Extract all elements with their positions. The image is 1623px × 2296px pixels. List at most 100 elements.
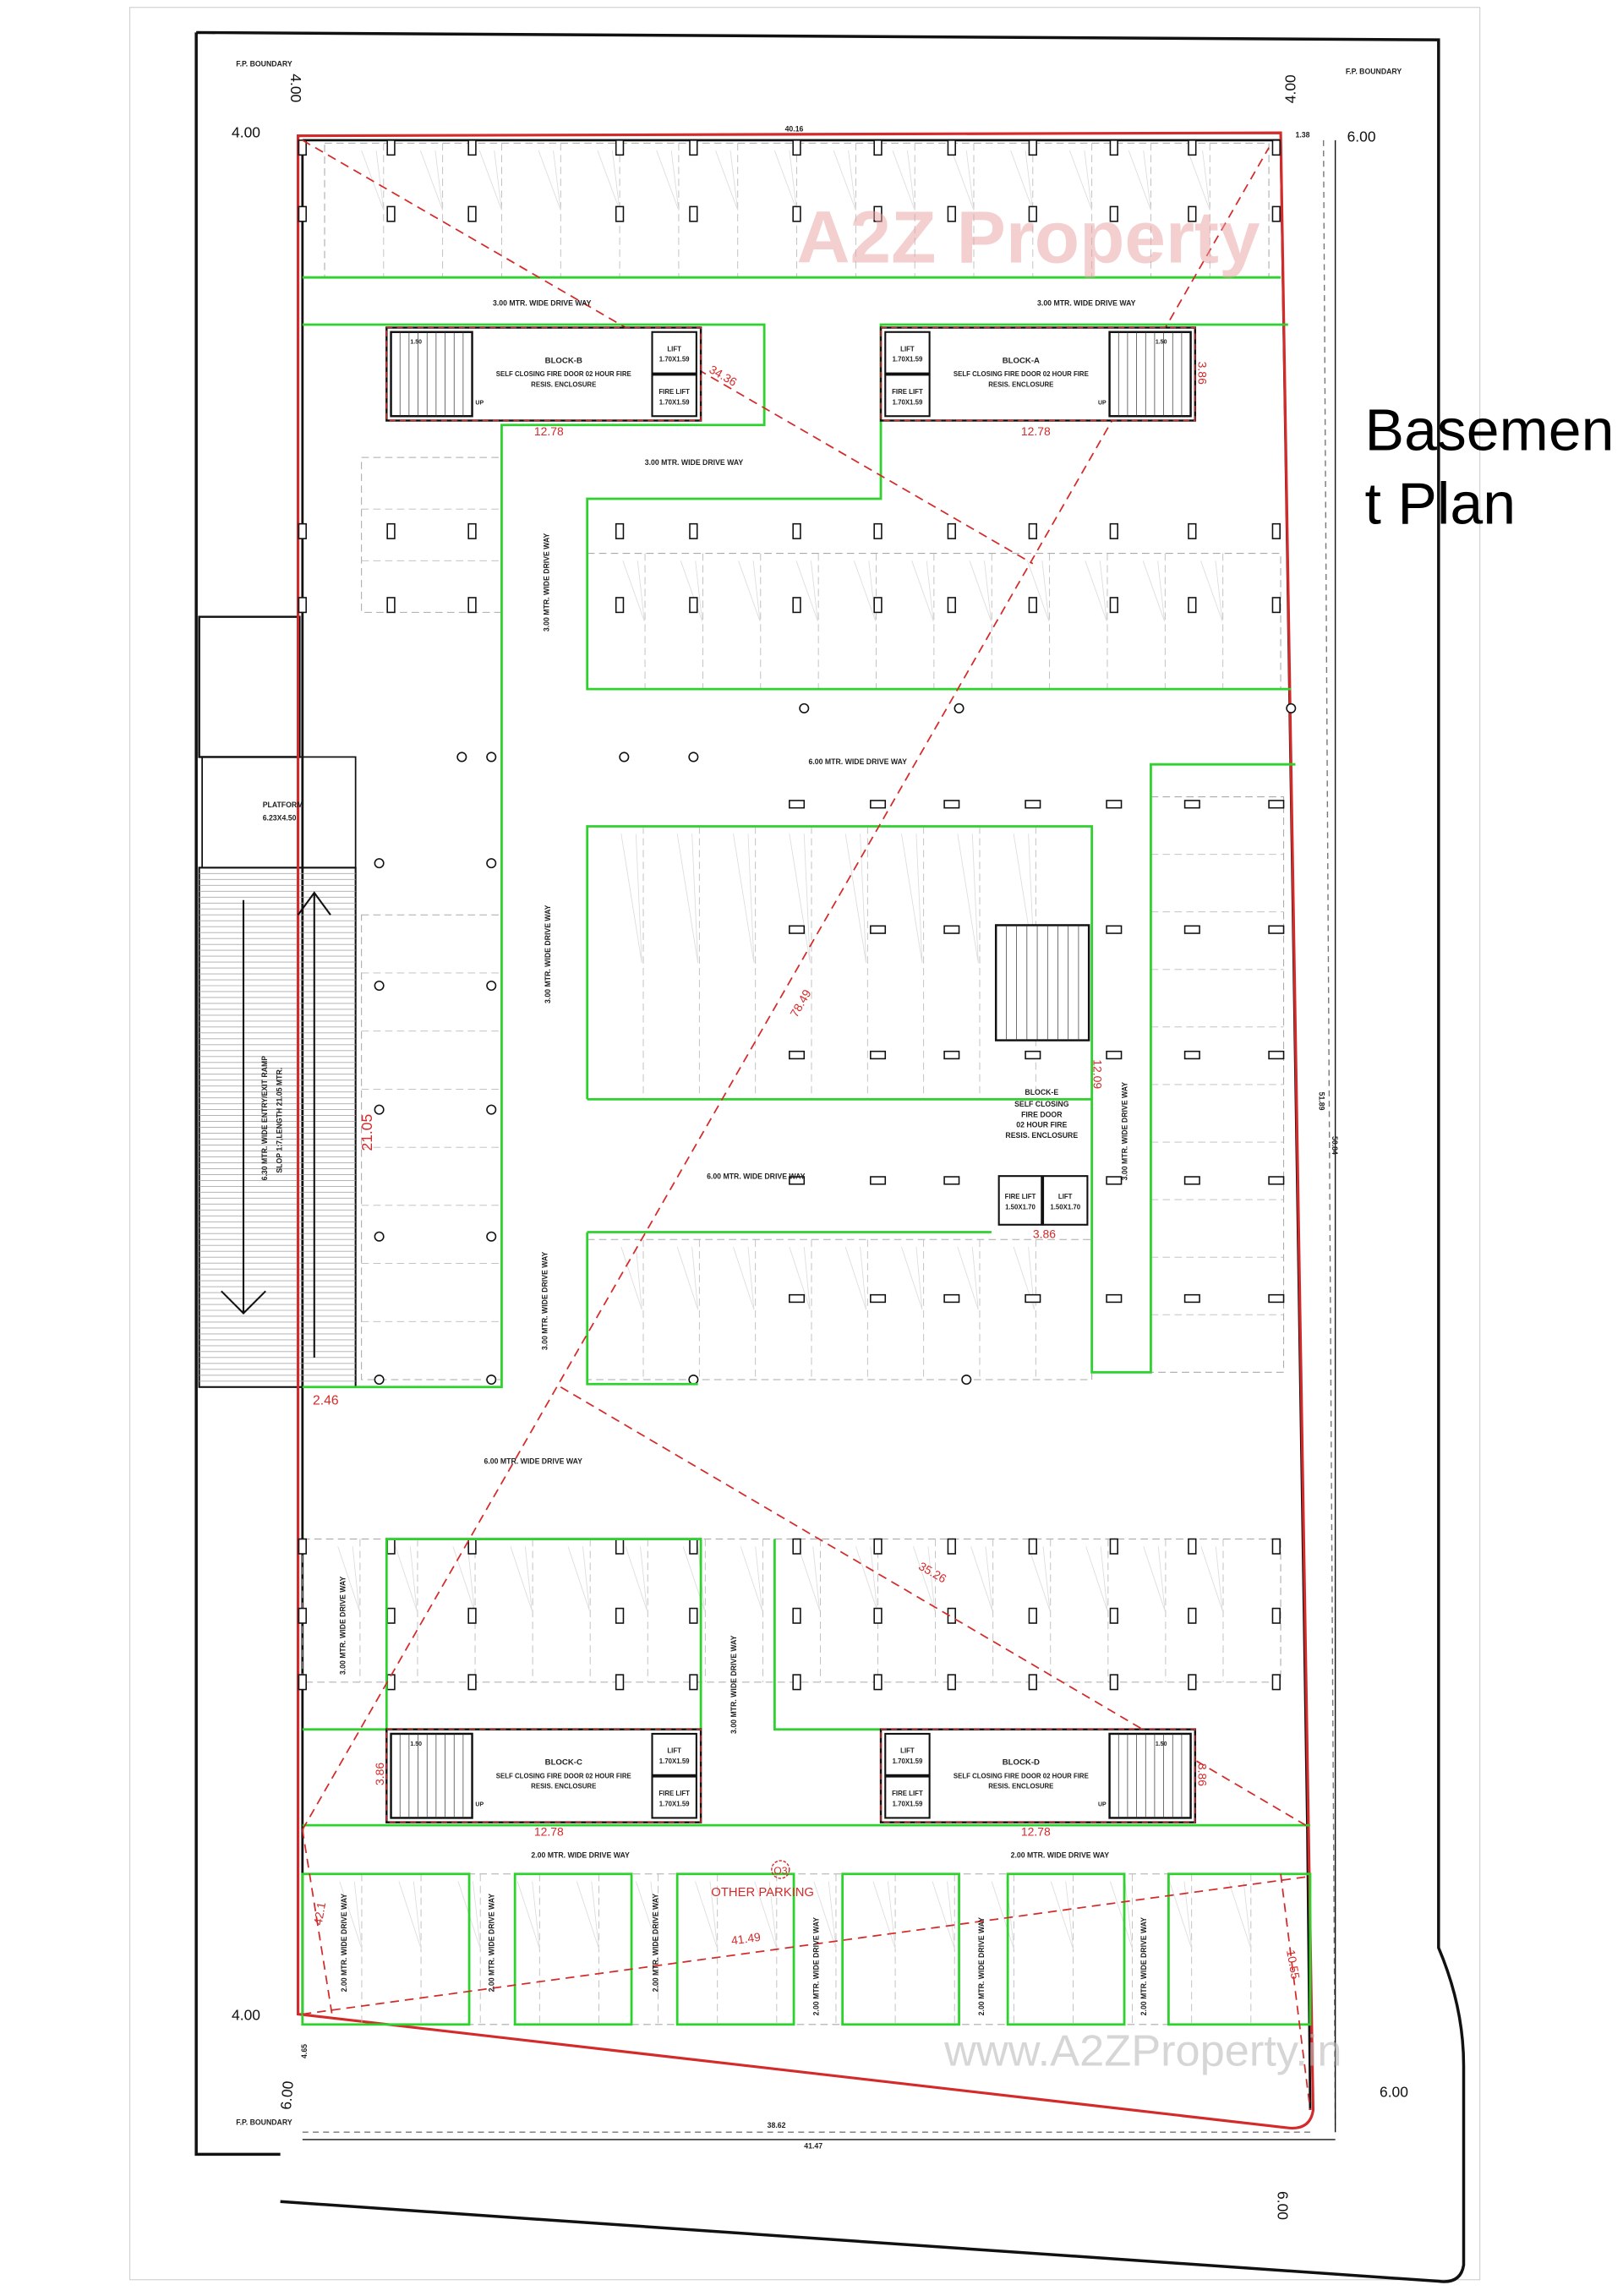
parking-bay-marking	[478, 150, 502, 210]
columns	[298, 139, 1297, 1691]
lift-size: 1.70X1.59	[659, 356, 690, 364]
lift-label: LIFT	[667, 1747, 681, 1755]
fire-lift-icon	[651, 374, 697, 418]
block-description: SELF CLOSING FIRE DOOR 02 HOUR FIRE	[954, 370, 1089, 378]
column	[689, 139, 698, 156]
parking-bay-marking	[911, 560, 934, 622]
parking-bay-marking	[538, 150, 561, 210]
red-dim-c-width: 12.78	[534, 1824, 564, 1838]
stair-width-dim: 1.50	[1156, 340, 1167, 346]
red-dim-a-depth: 3.86	[1195, 362, 1209, 385]
column	[386, 1674, 396, 1691]
round-column	[486, 1231, 497, 1242]
block-description: SELF CLOSING	[1014, 1100, 1069, 1108]
stair-width-dim: 1.50	[410, 1741, 422, 1747]
stair-up-label: UP	[475, 1801, 484, 1807]
column	[1028, 1607, 1037, 1624]
driveway-label: 6.00 MTR. WIDE DRIVE WAY	[707, 1173, 806, 1181]
round-column	[486, 858, 497, 869]
parking-bay-marking	[789, 834, 811, 964]
parking-bay-marking	[855, 1546, 878, 1611]
parking-bay-marking	[913, 1546, 936, 1611]
staircase-icon	[1108, 1732, 1192, 1819]
column	[947, 1538, 956, 1555]
round-column	[954, 702, 965, 713]
column	[1188, 1607, 1197, 1624]
column	[1106, 1050, 1123, 1060]
fire-lift-size: 1.70X1.59	[893, 1800, 923, 1807]
plot-boundary	[297, 131, 1315, 2129]
fire-lift-size: 1.70X1.59	[893, 398, 923, 406]
column	[298, 1607, 307, 1624]
column	[1106, 800, 1123, 809]
column	[615, 522, 625, 539]
column	[1183, 1293, 1200, 1304]
column	[1188, 1538, 1197, 1555]
column	[1188, 1674, 1197, 1691]
parking-bay-marking	[795, 560, 818, 622]
parking-bay-marking	[951, 150, 975, 210]
parking-bay-marking	[457, 1881, 481, 1949]
column	[689, 597, 698, 614]
column	[467, 205, 477, 222]
column	[1028, 1538, 1037, 1555]
stair-up-label: UP	[1098, 400, 1107, 406]
green-zones	[301, 276, 1312, 2026]
column	[943, 1293, 960, 1304]
lift-size: 1.70X1.59	[893, 1758, 923, 1765]
block-description: RESIS. ENCLOSURE	[531, 380, 596, 388]
parking-bay-marking	[1187, 150, 1210, 210]
column	[947, 1674, 956, 1691]
driveway-label: 2.00 MTR. WIDE DRIVE WAY	[977, 1917, 986, 2016]
column	[1268, 800, 1285, 809]
driveway-label: 3.00 MTR. WIDE DRIVE WAY	[645, 458, 744, 467]
parking-bay-marking	[957, 834, 979, 964]
column	[1028, 205, 1037, 222]
parking-bay-marking	[625, 1546, 648, 1611]
parking-bay-marking	[901, 834, 923, 964]
column	[386, 1607, 396, 1624]
parking-bay-marking	[957, 1246, 979, 1310]
dim-top-length: 40.16	[785, 124, 804, 133]
column	[943, 1050, 960, 1060]
column	[1028, 1674, 1037, 1691]
round-column	[486, 752, 497, 763]
column	[615, 1674, 625, 1691]
lift-icon	[1041, 1175, 1089, 1226]
parking-bay-group	[587, 553, 1281, 690]
parking-bay-marking	[1013, 1246, 1035, 1310]
block-description: RESIS. ENCLOSURE	[1005, 1131, 1078, 1140]
dim-right-outer: 50.84	[1331, 1136, 1339, 1155]
column	[873, 1674, 883, 1691]
column	[947, 1607, 956, 1624]
watermark-logo: A2Z Property	[797, 197, 1260, 279]
parking-bay-marking	[797, 1546, 821, 1611]
column	[1188, 597, 1197, 614]
parking-bay-group	[587, 1238, 1093, 1380]
ramp-down-arrow-icon	[221, 899, 266, 1315]
column	[1271, 1674, 1281, 1691]
fire-lift-size: 1.70X1.59	[659, 1800, 690, 1807]
lift-icon	[884, 1732, 931, 1776]
red-dim-diag-main: 78.49	[787, 987, 813, 1019]
column	[792, 205, 801, 222]
parking-bay-group	[302, 1539, 1281, 1683]
dim-top-right-h: 6.00	[1347, 128, 1376, 145]
parking-bay-marking	[892, 150, 915, 210]
staircase-icon	[994, 924, 1090, 1041]
parking-bay-marking	[872, 1881, 896, 1949]
staircase-icon	[390, 331, 473, 418]
parking-bay-marking	[844, 1246, 867, 1310]
driveway-label: 2.00 MTR. WIDE DRIVE WAY	[812, 1917, 821, 2016]
dim-bottom-inner: 38.62	[768, 2121, 786, 2129]
column	[792, 1538, 801, 1555]
parking-bay-marking	[1169, 1881, 1193, 1949]
parking-bay-marking	[398, 1881, 422, 1949]
column	[1188, 139, 1197, 156]
column	[689, 1607, 698, 1624]
dim-bottom-right-h: 6.00	[1380, 2083, 1408, 2100]
column	[873, 522, 883, 539]
column	[1271, 1538, 1281, 1555]
column	[789, 1050, 806, 1060]
